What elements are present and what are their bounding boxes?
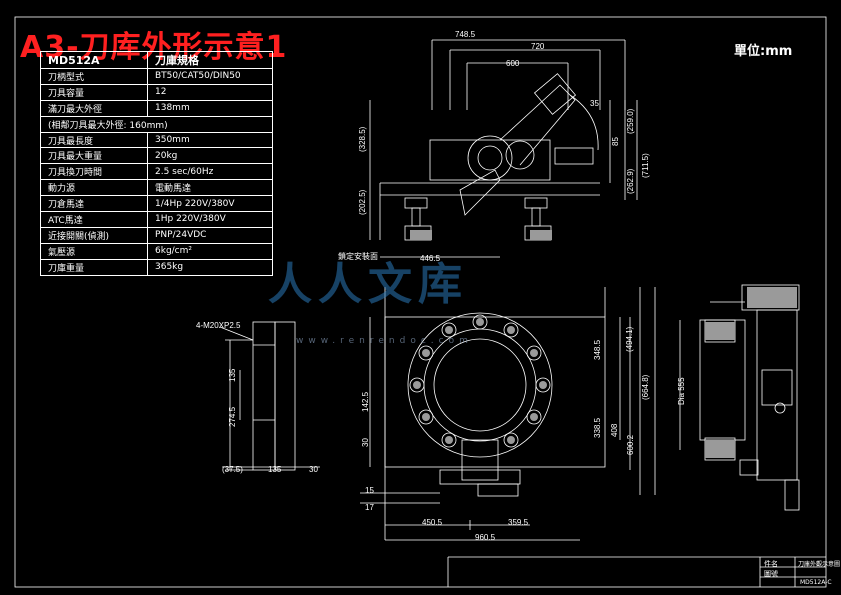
dim-274-5: 274.5 — [228, 406, 237, 427]
title-block — [447, 556, 826, 587]
mount-face-label: 鎖定安裝面 — [338, 252, 378, 261]
front-view — [360, 287, 656, 541]
dim-259: (259.0) — [626, 108, 635, 134]
tool-pocket-ring — [409, 314, 551, 448]
dim-450-5: 450.5 — [422, 518, 443, 527]
dim-600: 600 — [506, 59, 520, 68]
dim-338-5: 338.5 — [593, 417, 602, 438]
dim-711-5: (711.5) — [641, 153, 650, 178]
dim-135-v: 135 — [228, 368, 237, 382]
dim-328-5: (328.5) — [358, 126, 367, 152]
dim-17: 17 — [365, 503, 374, 512]
dim-142-5: 142.5 — [361, 391, 370, 412]
title-block-name-value: 刀庫外觀示意圖 — [798, 561, 841, 568]
tap-label: 4-M20XP2.5 — [196, 321, 241, 330]
dim-37-5: (37.5) — [222, 465, 243, 474]
dim-85: 85 — [611, 137, 620, 146]
dim-960-5: 960.5 — [475, 533, 496, 542]
tool-pocket-fill — [410, 230, 797, 458]
spec-value: 365kg — [147, 258, 273, 276]
unit-label: 單位:mm — [734, 44, 793, 59]
mount-plate-view — [219, 321, 320, 471]
dim-600-2: 600.2 — [626, 434, 635, 455]
dim-359-5: 359.5 — [508, 518, 529, 527]
watermark: 人人文库 — [268, 259, 468, 310]
dim-135-h: 135 — [268, 465, 282, 474]
dim-202-5: (202.5) — [358, 189, 367, 215]
dim-15: 15 — [365, 486, 374, 495]
dim-720: 720 — [531, 42, 545, 51]
dim-262-9: (262.9) — [626, 168, 635, 194]
dim-494-1: (494.1) — [625, 326, 634, 352]
dim-664-8: (664.8) — [641, 374, 650, 400]
spec-row: 近接開關(偵測)PNP/24VDC — [40, 226, 273, 244]
dim-748-5: 748.5 — [455, 30, 476, 39]
spec-heading: 刀庫規格 — [147, 51, 273, 69]
dim-348-5: 348.5 — [593, 339, 602, 360]
spec-row: 動力源電動馬達 — [40, 179, 273, 197]
watermark-url: www.renrendoc.com — [296, 336, 473, 346]
dim-35: 35 — [590, 99, 599, 108]
dim-dia-555: Dia 555 — [677, 377, 686, 405]
dim-408: 408 — [610, 423, 619, 437]
title-block-name-label: 件名 — [764, 560, 778, 568]
spec-table-header: MD512A 刀庫規格 — [40, 51, 273, 69]
top-view — [369, 39, 638, 258]
title-block-no-label: 圖號 — [764, 570, 778, 578]
dim-30-v: 30 — [361, 438, 370, 447]
dim-446-5: 446.5 — [420, 254, 441, 263]
side-view — [679, 284, 800, 511]
spec-key: 刀庫重量 — [40, 258, 148, 276]
title-block-no-value: MD512A-C — [800, 579, 832, 586]
dim-30-h: 30 — [309, 465, 318, 474]
drawing-frame — [14, 16, 827, 588]
